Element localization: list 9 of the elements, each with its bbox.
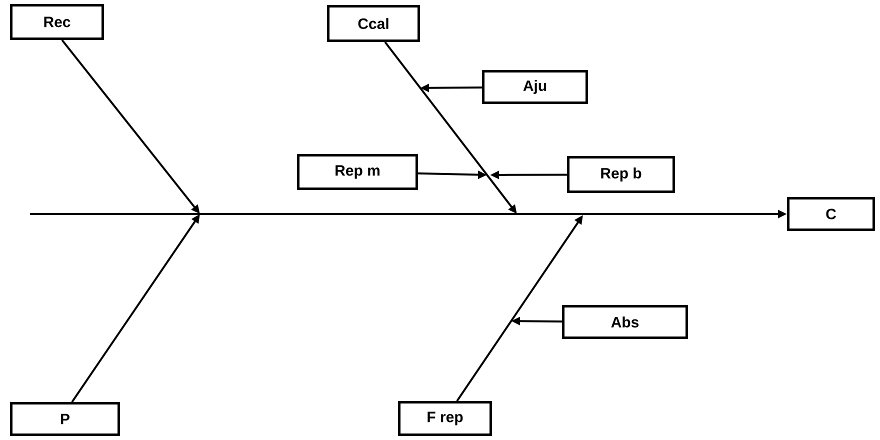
cause-box: Rep b bbox=[567, 156, 675, 193]
cause-box: Abs bbox=[562, 305, 688, 339]
cause-box: C bbox=[787, 197, 875, 231]
cause-box: Aju bbox=[482, 70, 588, 104]
cause-box: F rep bbox=[398, 401, 492, 436]
cause-box: P bbox=[10, 402, 120, 436]
cause-box: Ccal bbox=[327, 5, 420, 42]
cause-box: Rec bbox=[10, 4, 104, 40]
cause-box: Rep m bbox=[297, 154, 418, 190]
